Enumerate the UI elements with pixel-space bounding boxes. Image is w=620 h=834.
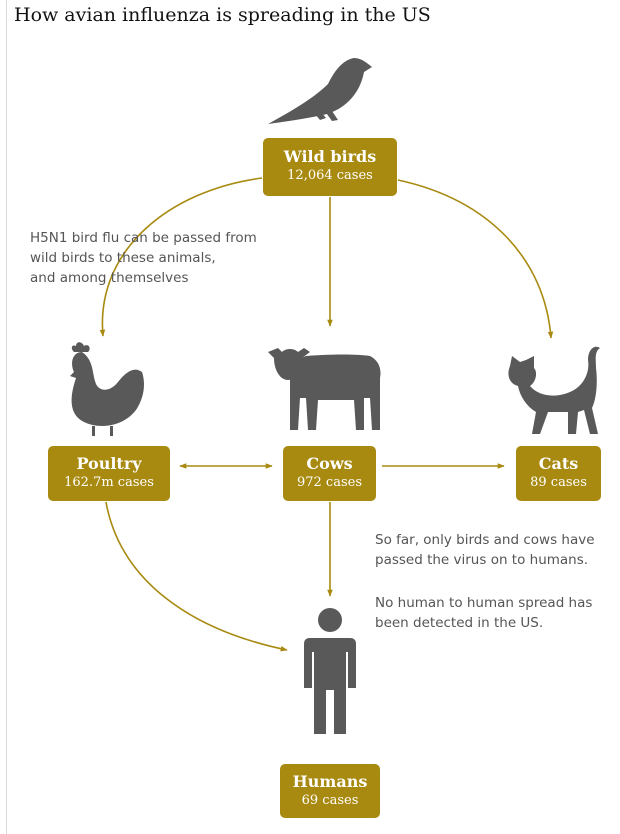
node-wild-birds: Wild birds 12,064 cases xyxy=(263,138,397,196)
node-cows: Cows 972 cases xyxy=(283,446,376,501)
node-label: Humans xyxy=(292,772,368,791)
arrow-poultry-to-humans xyxy=(105,501,288,652)
node-label: Wild birds xyxy=(283,147,377,166)
node-count: 89 cases xyxy=(530,475,587,490)
node-label: Poultry xyxy=(76,454,142,473)
note-line: and among themselves xyxy=(30,270,189,286)
node-label: Cats xyxy=(538,454,579,473)
node-count: 162.7m cases xyxy=(64,475,154,490)
node-humans: Humans 69 cases xyxy=(280,764,380,818)
human-spread-note: No human to human spread has been detect… xyxy=(375,593,592,633)
page-title: How avian influenza is spreading in the … xyxy=(14,4,431,26)
node-cats: Cats 89 cases xyxy=(516,446,601,501)
note-line: been detected in the US. xyxy=(375,615,544,631)
node-count: 972 cases xyxy=(296,475,362,490)
note-line: No human to human spread has xyxy=(375,595,593,611)
note-line: So far, only birds and cows have xyxy=(375,532,595,548)
transmission-note: H5N1 bird flu can be passed from wild bi… xyxy=(30,228,257,288)
chicken-icon xyxy=(70,342,144,436)
person-icon xyxy=(304,608,356,734)
human-transmission-note: So far, only birds and cows have passed … xyxy=(375,530,595,570)
cow-icon xyxy=(268,348,381,430)
arrow-wildbirds-to-poultry xyxy=(99,177,263,337)
node-count: 12,064 cases xyxy=(287,168,373,183)
cat-icon xyxy=(508,346,600,434)
node-label: Cows xyxy=(306,454,353,473)
note-line: passed the virus on to humans. xyxy=(375,552,589,568)
note-line: H5N1 bird flu can be passed from xyxy=(30,230,257,246)
bird-icon xyxy=(268,58,372,124)
node-count: 69 cases xyxy=(301,793,359,808)
node-poultry: Poultry 162.7m cases xyxy=(48,446,170,501)
arrow-wildbirds-to-cats xyxy=(397,179,554,339)
left-border xyxy=(6,0,7,834)
note-line: wild birds to these animals, xyxy=(30,250,216,266)
